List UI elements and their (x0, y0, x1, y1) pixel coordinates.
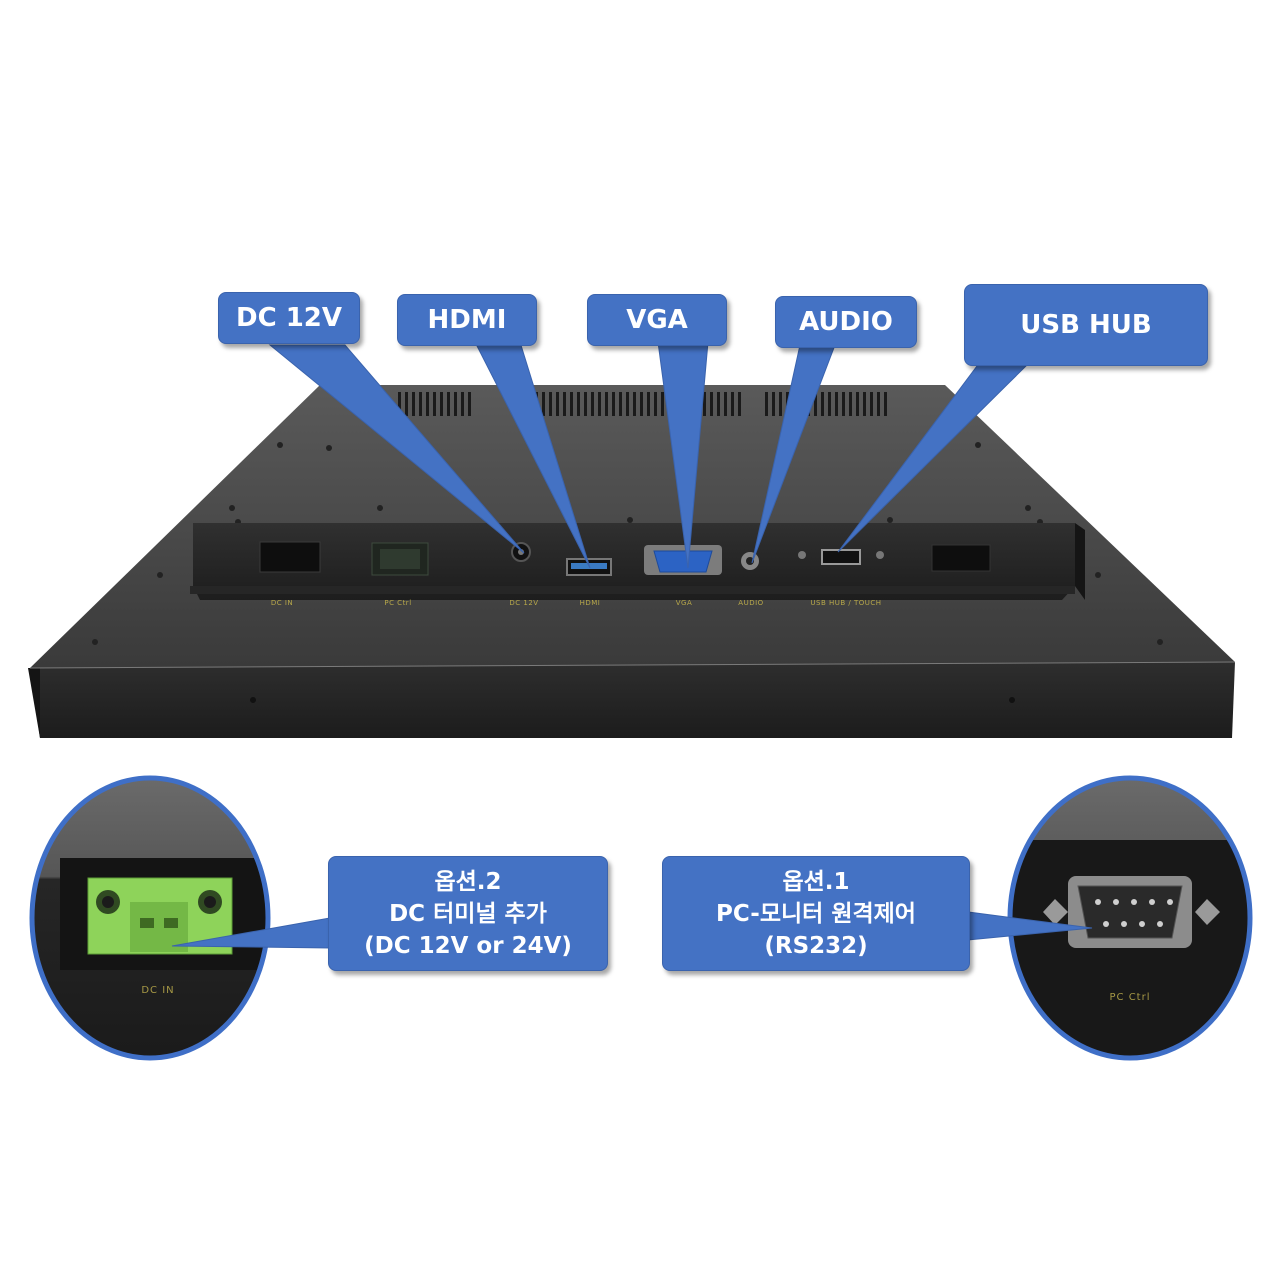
option1-title: 옵션.1 (782, 868, 850, 895)
port-rs232 (931, 544, 991, 572)
port-usb-touch (798, 549, 884, 565)
callout-dc-12v-text: DC 12V (235, 303, 343, 333)
db9-connector (1043, 876, 1220, 948)
label-dc-12v: DC 12V (509, 599, 538, 607)
callout-vga-text: VGA (626, 305, 688, 335)
monitor-chassis (28, 385, 1236, 738)
option2-spec: (DC 12V or 24V) (364, 932, 572, 959)
zoom-label-pc-ctrl: PC Ctrl (1110, 992, 1151, 1003)
callout-usb-hub-text: USB HUB (1020, 310, 1152, 340)
label-audio: AUDIO (738, 599, 763, 607)
callout-dc-12v: DC 12V (218, 292, 360, 344)
option1-spec: (RS232) (764, 932, 868, 959)
label-vga: VGA (676, 599, 693, 607)
option2-desc: DC 터미널 추가 (389, 900, 547, 927)
callout-option1: 옵션.1 PC-모니터 원격제어 (RS232) (662, 856, 970, 971)
zoom-label-dc-in: DC IN (141, 985, 174, 996)
callout-hdmi-text: HDMI (427, 305, 507, 335)
callout-vga: VGA (587, 294, 727, 346)
callout-option2: 옵션.2 DC 터미널 추가 (DC 12V or 24V) (328, 856, 608, 971)
label-pc-ctrl: PC Ctrl (384, 599, 411, 607)
port-vga (644, 545, 722, 575)
option1-desc: PC-모니터 원격제어 (716, 900, 916, 927)
port-pc-ctrl (371, 542, 429, 576)
label-dc-in: DC IN (271, 599, 293, 607)
callout-audio: AUDIO (775, 296, 917, 348)
label-hdmi: HDMI (580, 599, 601, 607)
dc-terminal-block (87, 877, 233, 955)
callout-pointers (171, 341, 1093, 949)
callout-usb-hub: USB HUB (964, 284, 1208, 366)
option2-title: 옵션.2 (434, 868, 502, 895)
port-dc-in (259, 541, 321, 573)
port-audio (741, 552, 759, 570)
zoom-rs232: PC Ctrl (1007, 775, 1253, 1061)
callout-audio-text: AUDIO (799, 307, 893, 337)
zoom-dc-terminal: DC IN (29, 775, 271, 1061)
label-usb-touch: USB HUB / TOUCH (810, 599, 881, 607)
callout-hdmi: HDMI (397, 294, 537, 346)
